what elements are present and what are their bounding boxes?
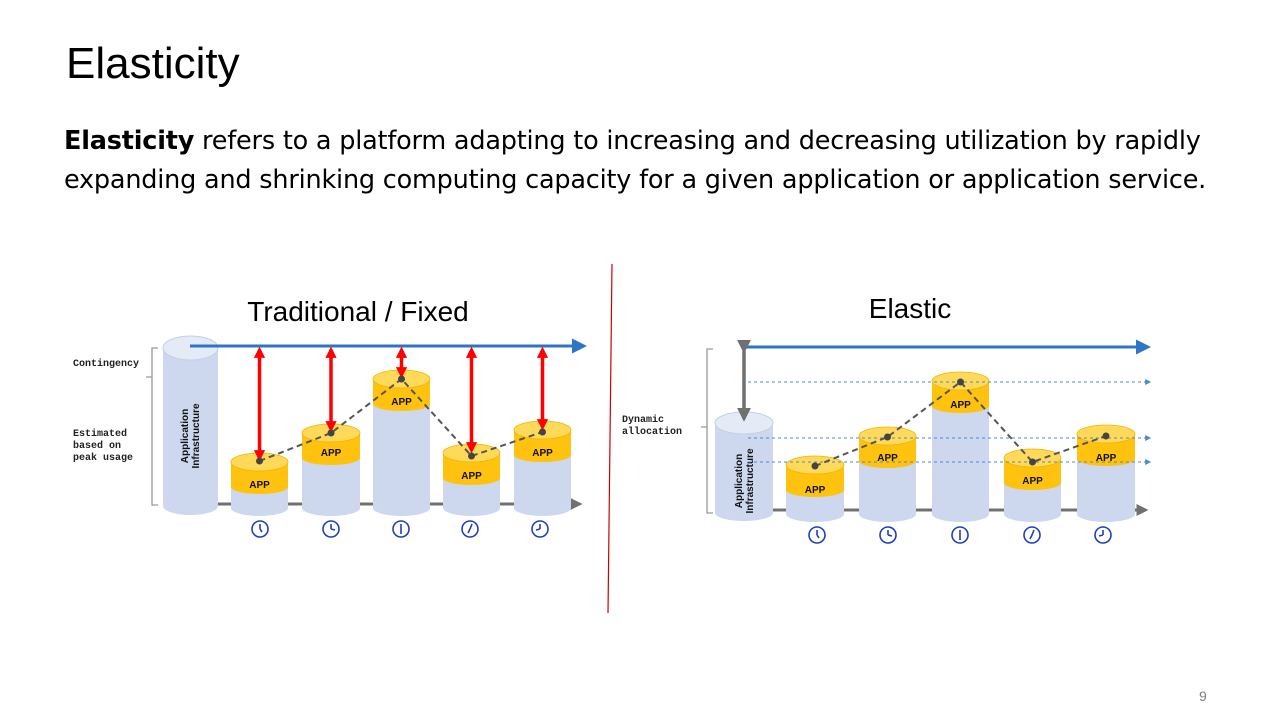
server-cylinder-2: APP	[301, 423, 361, 516]
app-label: APP	[877, 453, 898, 464]
usage-points	[256, 375, 546, 465]
traditional-heading: Traditional / Fixed	[247, 296, 469, 327]
contingency-label: Contingency	[73, 358, 139, 370]
slide-title: Elasticity	[66, 39, 240, 88]
clock-icon	[1023, 526, 1041, 544]
server-cylinder-2: APP	[858, 426, 917, 522]
clock-icons	[251, 520, 549, 538]
elastic-panel: Elastic Dynamic allocation Application I…	[622, 293, 1152, 544]
server-cylinder-3: APP	[931, 371, 990, 522]
infrastructure-cylinder: Application Infrastructure	[162, 335, 219, 515]
estimated-label-line3: peak usage	[73, 452, 133, 464]
app-label: APP	[1096, 453, 1117, 464]
clock-icon	[951, 526, 969, 544]
clock-icon	[251, 520, 269, 538]
panel-divider	[607, 263, 613, 614]
app-label: APP	[805, 485, 826, 496]
app-label: APP	[950, 400, 971, 411]
infra-label-line2: Infrastructure	[745, 448, 756, 513]
clock-icon	[392, 520, 410, 538]
definition-text: refers to a platform adapting to increas…	[64, 126, 1207, 195]
clock-icons	[808, 526, 1112, 544]
term-bold: Elasticity	[64, 126, 195, 156]
unused-capacity-arrows	[253, 346, 549, 462]
brace	[701, 348, 713, 514]
app-label: APP	[391, 397, 412, 408]
clock-icon	[879, 526, 897, 544]
elastic-heading: Elastic	[869, 293, 951, 324]
estimated-label-line2: based on	[73, 440, 121, 452]
server-cylinder-3: APP	[372, 369, 431, 516]
server-cylinder-5: APP	[1076, 424, 1136, 522]
app-label: APP	[532, 448, 553, 459]
infra-label-line1: Application	[180, 409, 191, 463]
estimated-label-line1: Estimated	[73, 428, 127, 440]
app-label: APP	[1022, 476, 1043, 487]
allocation-levels	[748, 379, 1152, 465]
app-label: APP	[249, 480, 270, 491]
clock-icon	[461, 520, 479, 538]
server-cylinder-1: APP	[230, 452, 289, 516]
app-label: APP	[321, 448, 342, 459]
infra-label-line1: Application	[734, 454, 745, 508]
infrastructure-cylinder: Application Infrastructure	[714, 411, 774, 521]
usage-points	[811, 378, 1110, 470]
clock-icon	[531, 520, 549, 538]
clock-icon	[322, 520, 340, 538]
dynamic-label-line2: allocation	[622, 426, 682, 438]
brace	[146, 347, 158, 506]
dynamic-label-line1: Dynamic	[622, 414, 664, 426]
usage-trend-line	[814, 380, 1107, 467]
clock-icon	[1094, 526, 1112, 544]
infra-label-line2: Infrastructure	[191, 403, 202, 468]
page-number: 9	[1199, 688, 1207, 704]
traditional-fixed-panel: Traditional / Fixed Contingency Estimate…	[73, 296, 587, 538]
app-label: APP	[461, 471, 482, 482]
elasticity-definition: Elasticity refers to a platform adapting…	[64, 122, 1254, 200]
server-cylinder-4: APP	[1003, 448, 1062, 522]
clock-icon	[808, 526, 826, 544]
